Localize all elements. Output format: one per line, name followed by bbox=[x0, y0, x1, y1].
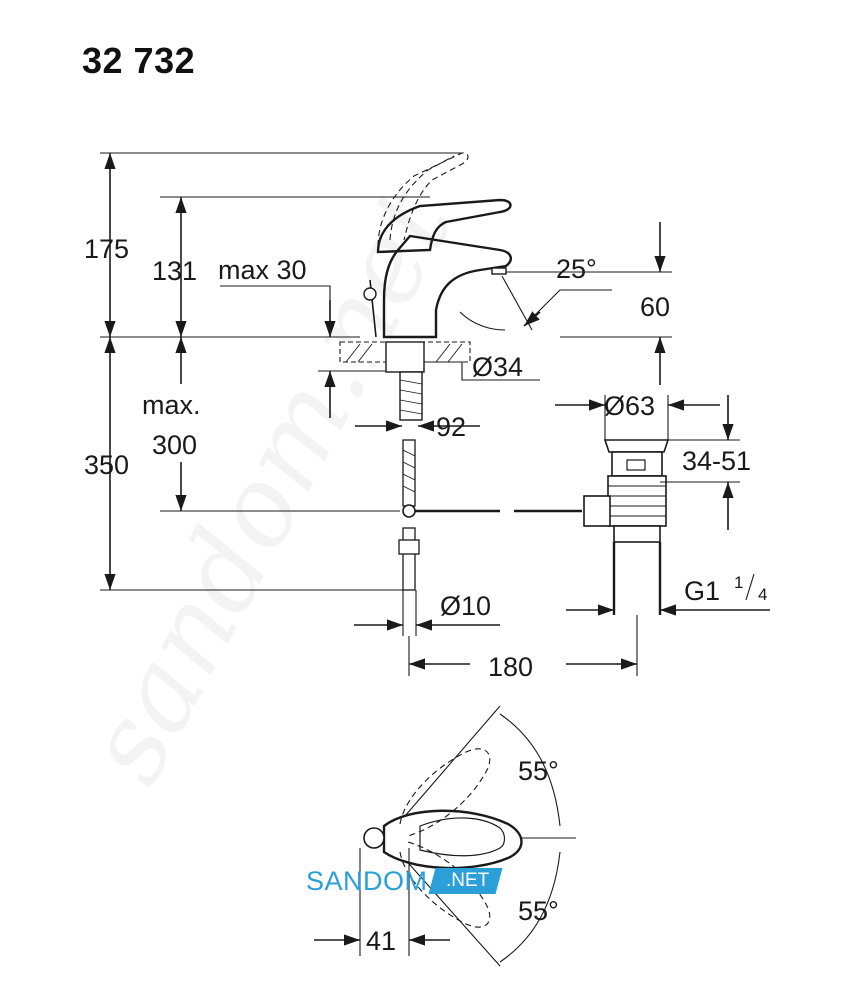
dim-350-label: 350 bbox=[84, 450, 129, 480]
flex-hose-upper bbox=[402, 439, 416, 507]
dim-g1-slash bbox=[745, 573, 755, 601]
logo-main-text: SANDOM bbox=[306, 865, 428, 896]
model-number: 32 732 bbox=[82, 40, 196, 81]
dim-3451-label: 34-51 bbox=[682, 446, 751, 476]
dim-g1-denominator: 4 bbox=[758, 585, 767, 604]
dim-25-arrow bbox=[523, 311, 541, 327]
hose-nut bbox=[398, 539, 420, 555]
topview-arc-upper bbox=[499, 713, 561, 827]
logo-net-badge: .NET bbox=[428, 868, 503, 894]
dim-25-label: 25° bbox=[556, 254, 597, 284]
dim-41-label: 41 bbox=[366, 926, 396, 956]
dim-175-label: 175 bbox=[84, 234, 129, 264]
shank bbox=[385, 341, 425, 373]
spout-aerator bbox=[491, 267, 507, 275]
dim-34-label: Ø34 bbox=[472, 352, 523, 382]
bracket-joint bbox=[402, 504, 416, 518]
dim-131-label: 131 bbox=[152, 256, 197, 286]
dim-300-label: 300 bbox=[152, 430, 197, 460]
dim-63-label: Ø63 bbox=[604, 391, 655, 421]
spout-angle-arc bbox=[459, 311, 506, 331]
lever-top-view bbox=[382, 809, 523, 870]
topview-arc-lower bbox=[499, 851, 561, 963]
dim-92-label: 92 bbox=[436, 412, 466, 442]
dim-180-label: 180 bbox=[488, 652, 533, 682]
pop-up-knob bbox=[363, 287, 377, 301]
faucet-body bbox=[382, 234, 512, 339]
dim-g1-label: G1 bbox=[684, 576, 720, 606]
faucet-handle-raised bbox=[377, 152, 469, 247]
lever-position-upper bbox=[399, 748, 491, 837]
dim-max-label: max. bbox=[142, 390, 201, 420]
dim-25-leader bbox=[531, 289, 612, 319]
logo-net-text: .NET bbox=[445, 870, 489, 891]
dim-60-label: 60 bbox=[640, 292, 670, 322]
waste-nut bbox=[626, 459, 646, 471]
lever-top-view-inner bbox=[419, 817, 506, 857]
waste-body-mid bbox=[607, 475, 667, 527]
dim-max30-label: max 30 bbox=[218, 255, 307, 285]
lever-position-lower bbox=[399, 841, 491, 928]
lever-angle-bottom-label: 55° bbox=[518, 896, 559, 926]
waste-tail bbox=[613, 525, 661, 543]
topview-pivot bbox=[363, 827, 385, 849]
faucet-handle bbox=[376, 198, 512, 254]
faucet-handle-raised-2 bbox=[389, 155, 455, 241]
dim-10-label: Ø10 bbox=[440, 591, 491, 621]
dim-34-leader bbox=[424, 361, 540, 381]
flex-hose-lower bbox=[402, 527, 416, 591]
lever-angle-top-label: 55° bbox=[518, 756, 559, 786]
waste-connector bbox=[583, 495, 611, 527]
threaded-rod bbox=[399, 371, 423, 421]
sandom-logo: SANDOM .NET bbox=[306, 865, 503, 896]
dim-g1-numerator: 1 bbox=[734, 573, 743, 592]
waste-flange bbox=[603, 439, 670, 453]
